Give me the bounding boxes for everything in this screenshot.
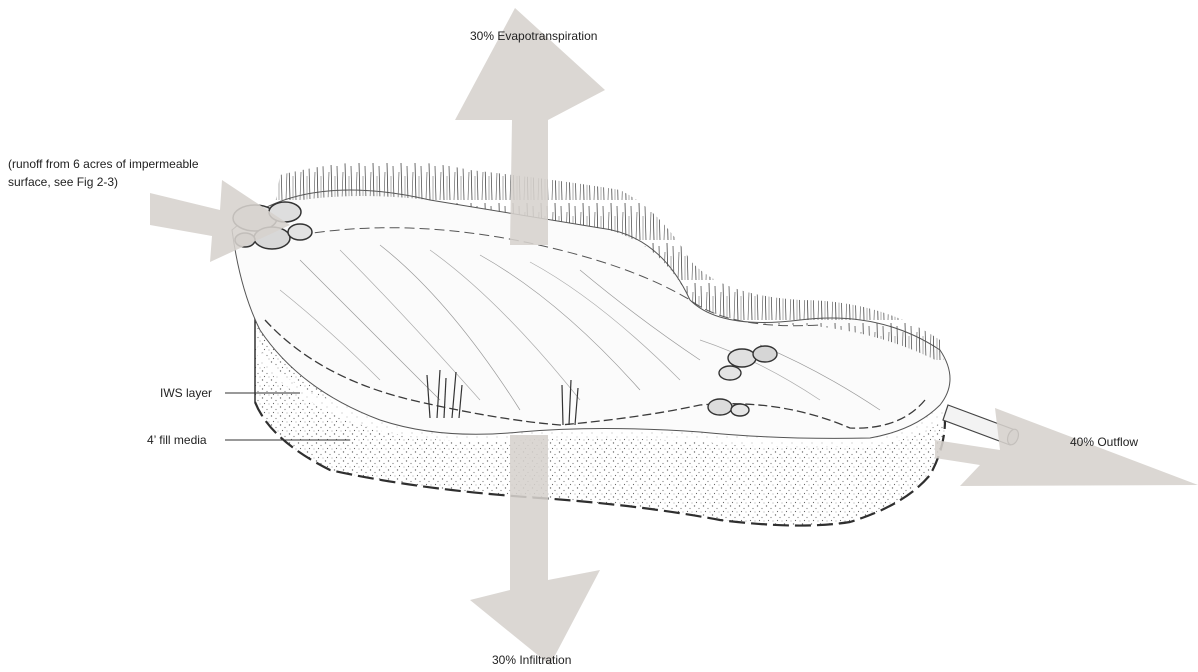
label-fill-media: 4’ fill media bbox=[147, 433, 207, 447]
label-infiltration: 30% Infiltration bbox=[492, 653, 571, 667]
label-outflow: 40% Outflow bbox=[1070, 435, 1138, 449]
label-evapotranspiration: 30% Evapotranspiration bbox=[470, 29, 597, 43]
label-iws-layer: IWS layer bbox=[160, 386, 212, 400]
label-runoff-line-1: (runoff from 6 acres of impermeable bbox=[8, 157, 199, 171]
label-runoff-line-2: surface, see Fig 2-3) bbox=[8, 175, 118, 189]
